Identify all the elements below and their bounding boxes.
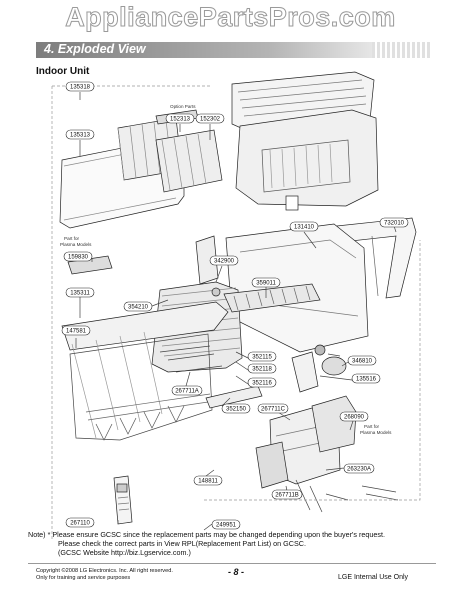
callout-152313: 152313 — [170, 117, 191, 123]
replacement-note: Note) * Please ensure GCSC since the rep… — [28, 530, 448, 558]
callout-267711A: 267711A — [175, 389, 199, 395]
header-decoration — [372, 42, 432, 58]
callout-354210: 354210 — [128, 305, 149, 311]
callout-268090: 268090 — [344, 415, 365, 421]
callout-148811: 148811 — [198, 479, 218, 485]
callout-346810: 346810 — [352, 359, 373, 365]
training-text: Only for training and service purposes — [36, 575, 131, 581]
callout-135318: 135318 — [70, 85, 91, 91]
callout-732010: 732010 — [384, 221, 405, 227]
callout-359011: 359011 — [256, 281, 276, 287]
callout-147581: 147581 — [66, 329, 87, 335]
callout-135311: 135311 — [70, 291, 90, 297]
callout-267110: 267110 — [70, 521, 90, 527]
callout-352116: 352116 — [252, 381, 272, 387]
section-title: 4. Exploded View — [44, 42, 146, 56]
callout-263230A: 263230A — [347, 467, 371, 473]
internal-use-text: LGE Internal Use Only — [338, 574, 409, 581]
plasma-note-line1: Part for — [64, 236, 80, 241]
callout-159830: 159830 — [68, 255, 89, 261]
callout-135313: 135313 — [70, 133, 91, 139]
callout-267711C: 267711C — [261, 407, 286, 413]
subtitle: Indoor Unit — [36, 66, 90, 77]
page-number: - 8 - — [228, 567, 245, 577]
callout-249951: 249951 — [216, 523, 237, 529]
copyright-text: Copyright ©2008 LG Electronics. Inc. All… — [36, 568, 173, 574]
footer-rule — [28, 563, 436, 564]
callout-135516: 135516 — [356, 377, 377, 383]
plasma-note-line2: Plasma Models — [60, 242, 92, 247]
callout-131410: 131410 — [294, 225, 315, 231]
plasma-note-line3: Part for — [364, 424, 380, 429]
note-line-1: Note) * Please ensure GCSC since the rep… — [28, 530, 385, 539]
note-line-2: Please check the correct parts in View R… — [58, 539, 306, 549]
note-line-3: (GCSC Website http://biz.Lgservice.com.) — [58, 548, 191, 558]
footer-left: Copyright ©2008 LG Electronics. Inc. All… — [36, 568, 173, 582]
callout-352115: 352115 — [252, 355, 272, 361]
plasma-note-line4: Plasma Models — [360, 430, 392, 435]
callout-352118: 352118 — [252, 367, 272, 373]
callout-267711B: 267711B — [275, 493, 299, 499]
callout-342900: 342900 — [214, 259, 235, 265]
watermark: AppliancePartsPros.com — [65, 2, 396, 33]
callout-tags: 135318 135313 152313 152302 131410 73201… — [61, 81, 409, 530]
section-header-bar — [36, 42, 372, 58]
option-parts-label: Option Parts — [170, 104, 196, 109]
callout-352150: 352150 — [226, 407, 247, 413]
callout-152302: 152302 — [200, 117, 221, 123]
